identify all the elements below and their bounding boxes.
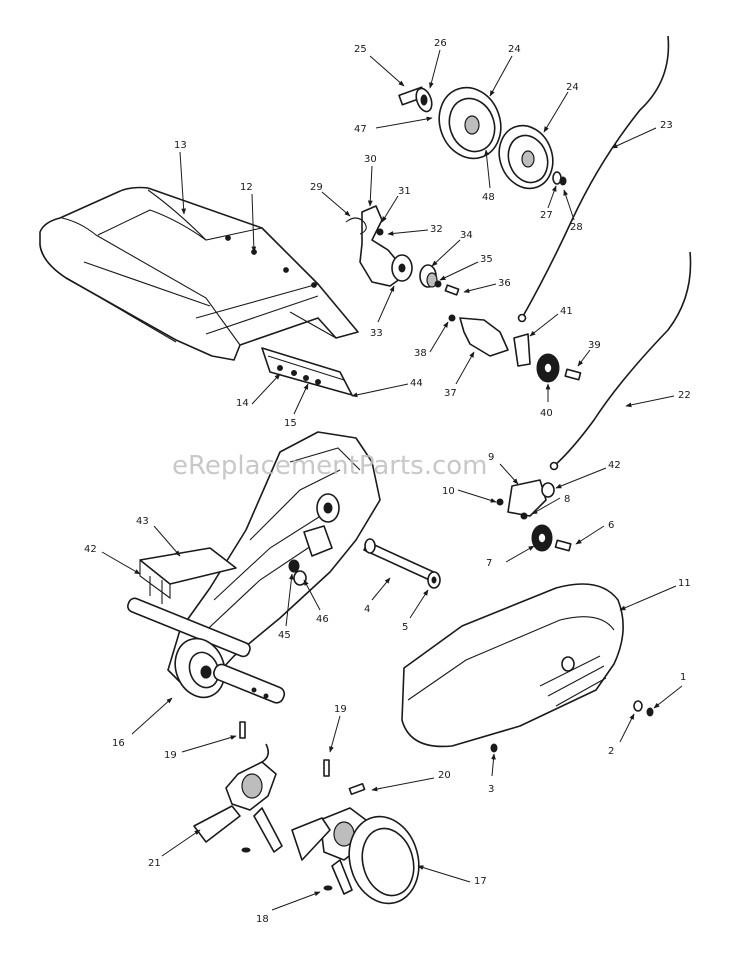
- callout-46: 46: [316, 614, 329, 625]
- callout-22: 22: [678, 390, 691, 401]
- callout-45: 45: [278, 630, 291, 641]
- callout-48: 48: [482, 192, 495, 203]
- watermark-text: eReplacementParts.com: [172, 451, 488, 481]
- callout-40: 40: [540, 408, 553, 419]
- callout-9: 9: [488, 452, 494, 463]
- callout-4: 4: [364, 604, 370, 615]
- callout-21: 21: [148, 858, 161, 869]
- callout-25: 25: [354, 44, 367, 55]
- clutch-bracket: [448, 314, 582, 383]
- callout-20: 20: [438, 770, 451, 781]
- callout-29: 29: [310, 182, 323, 193]
- callouts: 1 2 3 4 5 6 7 8 9 10 11 12 13 14 15 16 1…: [84, 38, 691, 925]
- callout-35: 35: [480, 254, 493, 265]
- callout-38: 38: [414, 348, 427, 359]
- callout-12: 12: [240, 182, 253, 193]
- callout-24a: 24: [508, 44, 521, 55]
- callout-6: 6: [608, 520, 614, 531]
- callout-13: 13: [174, 140, 187, 151]
- callout-36: 36: [498, 278, 511, 289]
- idler-bracket: [345, 205, 460, 296]
- pulley-assembly: [398, 86, 567, 190]
- callout-11: 11: [678, 578, 691, 589]
- callout-32: 32: [430, 224, 443, 235]
- callout-43: 43: [136, 516, 149, 527]
- callout-7: 7: [486, 558, 492, 569]
- callout-27: 27: [540, 210, 553, 221]
- callout-41: 41: [560, 306, 573, 317]
- callout-15: 15: [284, 418, 297, 429]
- callout-19b: 19: [334, 704, 347, 715]
- callout-39: 39: [588, 340, 601, 351]
- callout-31: 31: [398, 186, 411, 197]
- callout-23: 23: [660, 120, 673, 131]
- control-cables: [517, 35, 692, 471]
- tine-assembly: [193, 721, 420, 905]
- callout-2: 2: [608, 746, 614, 757]
- callout-5: 5: [402, 622, 408, 633]
- callout-28: 28: [570, 222, 583, 233]
- callout-16: 16: [112, 738, 125, 749]
- drive-shaft: [363, 538, 441, 589]
- callout-10: 10: [442, 486, 455, 497]
- belt-cover: [401, 583, 654, 753]
- lower-bracket: [496, 479, 572, 552]
- callout-1: 1: [680, 672, 686, 683]
- callout-8: 8: [564, 494, 570, 505]
- shield-flap: [261, 347, 353, 396]
- tine-shield: [39, 186, 359, 361]
- tiller-frame: [127, 431, 381, 704]
- callout-30: 30: [364, 154, 377, 165]
- callout-17: 17: [474, 876, 487, 887]
- callout-37: 37: [444, 388, 457, 399]
- callout-26: 26: [434, 38, 447, 49]
- callout-42a: 42: [608, 460, 621, 471]
- callout-24b: 24: [566, 82, 579, 93]
- callout-34: 34: [460, 230, 473, 241]
- callout-42b: 42: [84, 544, 97, 555]
- callout-3: 3: [488, 784, 494, 795]
- callout-33: 33: [370, 328, 383, 339]
- callout-47: 47: [354, 124, 367, 135]
- callout-19a: 19: [164, 750, 177, 761]
- callout-44: 44: [410, 378, 423, 389]
- callout-18: 18: [256, 914, 269, 925]
- callout-14: 14: [236, 398, 249, 409]
